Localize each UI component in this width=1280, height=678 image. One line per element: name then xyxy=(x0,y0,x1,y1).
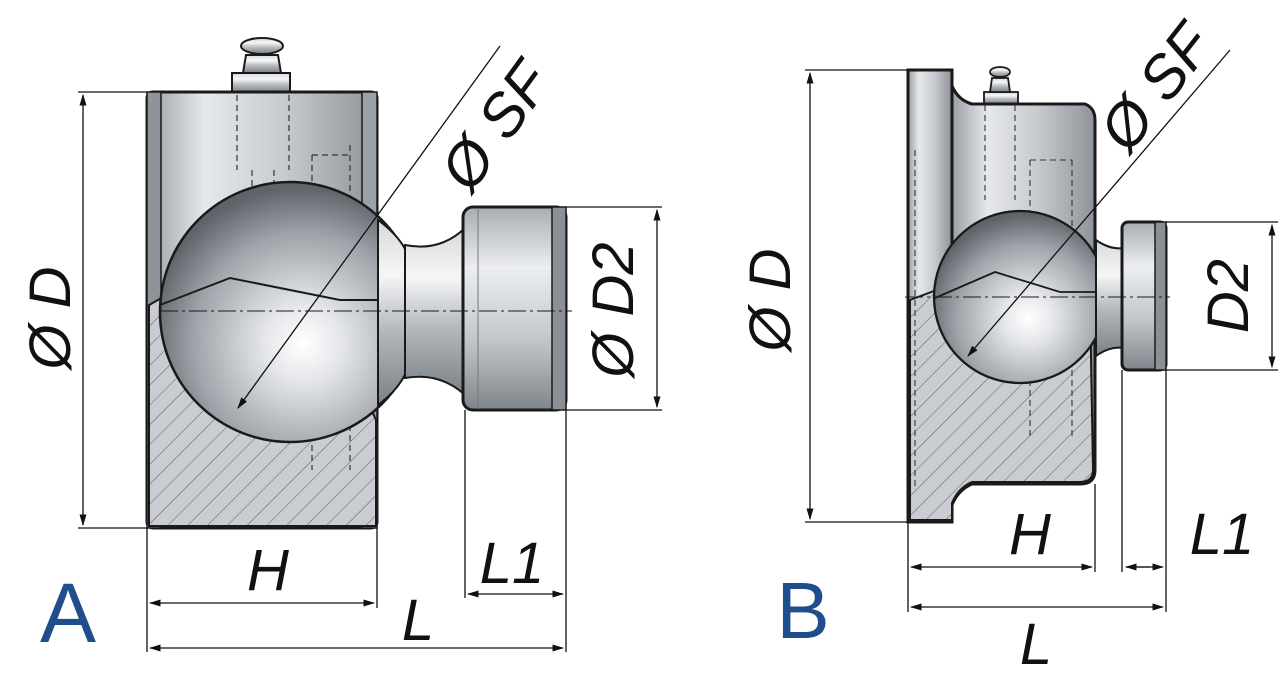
head-b xyxy=(1120,220,1168,372)
head-a xyxy=(461,205,568,412)
label-a-l: L xyxy=(402,588,434,653)
label-b-l: L xyxy=(1020,612,1052,673)
label-a-diameter-d: Ø D xyxy=(18,266,83,371)
variant-label-a: A xyxy=(40,566,96,660)
dimensions-b xyxy=(805,49,1278,612)
grease-nipple-icon xyxy=(983,66,1019,105)
stem-b xyxy=(1095,238,1125,358)
label-b-diameter-d: Ø D xyxy=(738,248,803,353)
figure-a: Ø D Ø SF Ø D2 H L1 L A xyxy=(18,37,662,660)
label-b-d2: D2 xyxy=(1196,259,1261,333)
label-b-l1: L1 xyxy=(1190,502,1255,567)
label-b-h: H xyxy=(1009,502,1051,567)
label-a-diameter-d2: Ø D2 xyxy=(581,242,646,379)
label-a-l1: L1 xyxy=(480,531,545,596)
variant-label-b: B xyxy=(776,566,829,655)
label-b-diameter-sf: Ø SF xyxy=(1085,9,1227,165)
label-a-diameter-sf: Ø SF xyxy=(426,47,566,204)
dimensions-a xyxy=(78,45,662,652)
figure-b: Ø D Ø SF D2 H L1 L B xyxy=(738,9,1278,677)
grease-nipple-icon xyxy=(231,37,291,94)
label-a-h: H xyxy=(247,538,289,603)
